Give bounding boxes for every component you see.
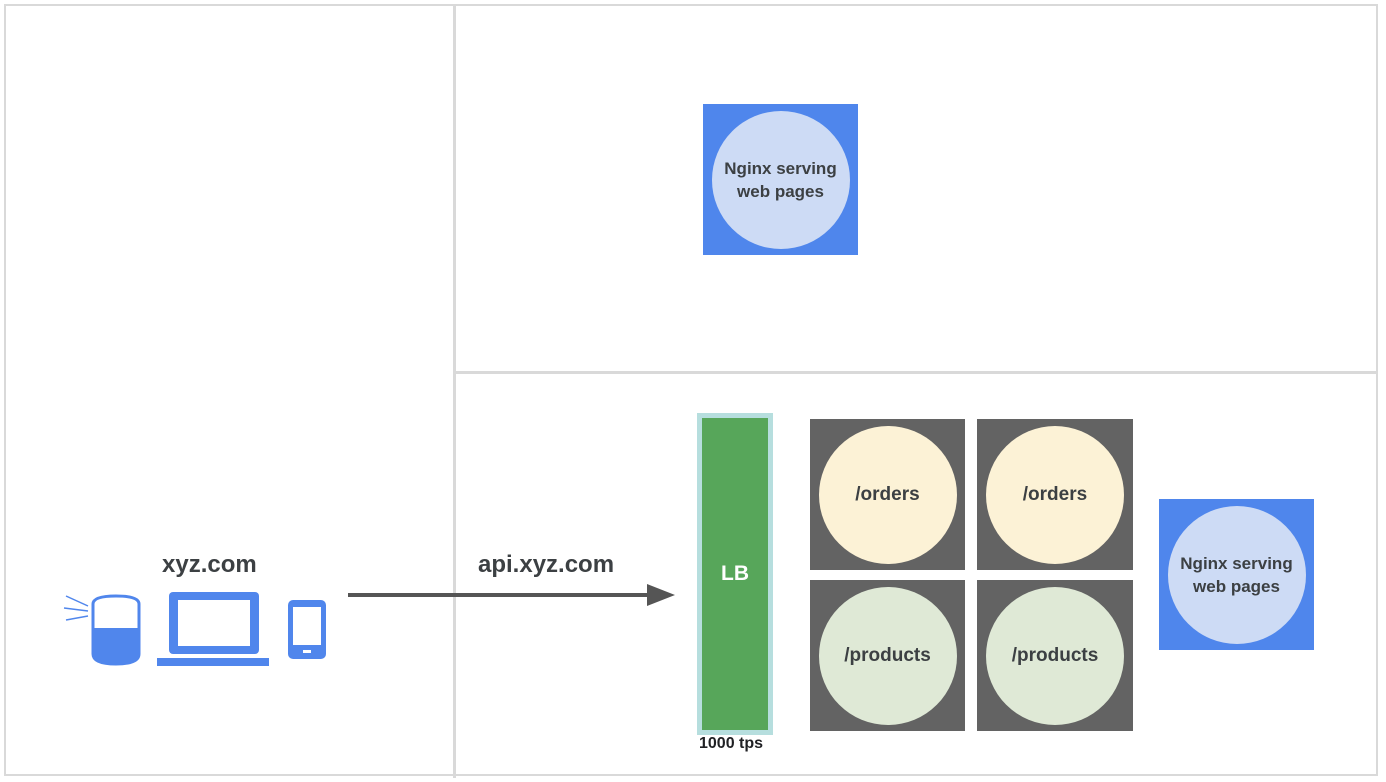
phone-icon	[288, 600, 326, 659]
orders-label-2: /orders	[1022, 483, 1088, 505]
load-balancer: LB	[697, 413, 773, 735]
nginx-pod-bottom: Nginx serving web pages	[1167, 505, 1306, 644]
orders-label-1: /orders	[855, 483, 920, 505]
lb-label: LB	[721, 562, 749, 585]
lb-throughput: 1000 tps	[699, 735, 764, 752]
orders-service-1: /orders	[818, 425, 957, 564]
smart-speaker-icon	[63, 594, 141, 666]
api-endpoint-label: api.xyz.com	[478, 551, 615, 578]
orders-service-2: /orders	[986, 425, 1124, 564]
products-label-1: /products	[844, 644, 931, 666]
orders-pod-1: /orders	[810, 419, 965, 570]
request-arrow	[348, 584, 675, 606]
products-service-1: /products	[818, 586, 957, 725]
laptop-icon	[157, 592, 269, 666]
products-pod-1: /products	[810, 580, 965, 731]
nginx-pod-top: Nginx serving web pages	[711, 110, 850, 249]
products-pod-2: /products	[977, 580, 1133, 731]
client-domain-label: xyz.com	[162, 551, 257, 578]
nginx-service-top: Nginx serving web pages	[703, 104, 858, 255]
products-label-2: /products	[1011, 644, 1099, 666]
orders-pod-2: /orders	[977, 419, 1133, 570]
nginx-service-bottom: Nginx serving web pages	[1159, 499, 1314, 650]
nginx-label-top: Nginx serving web pages	[724, 158, 837, 201]
divider-vertical	[453, 6, 456, 778]
products-service-2: /products	[986, 586, 1124, 725]
diagram-frame	[4, 4, 1378, 776]
divider-horizontal	[456, 371, 1378, 374]
client-devices	[63, 592, 326, 666]
nginx-label-bottom: Nginx serving web pages	[1180, 553, 1293, 596]
